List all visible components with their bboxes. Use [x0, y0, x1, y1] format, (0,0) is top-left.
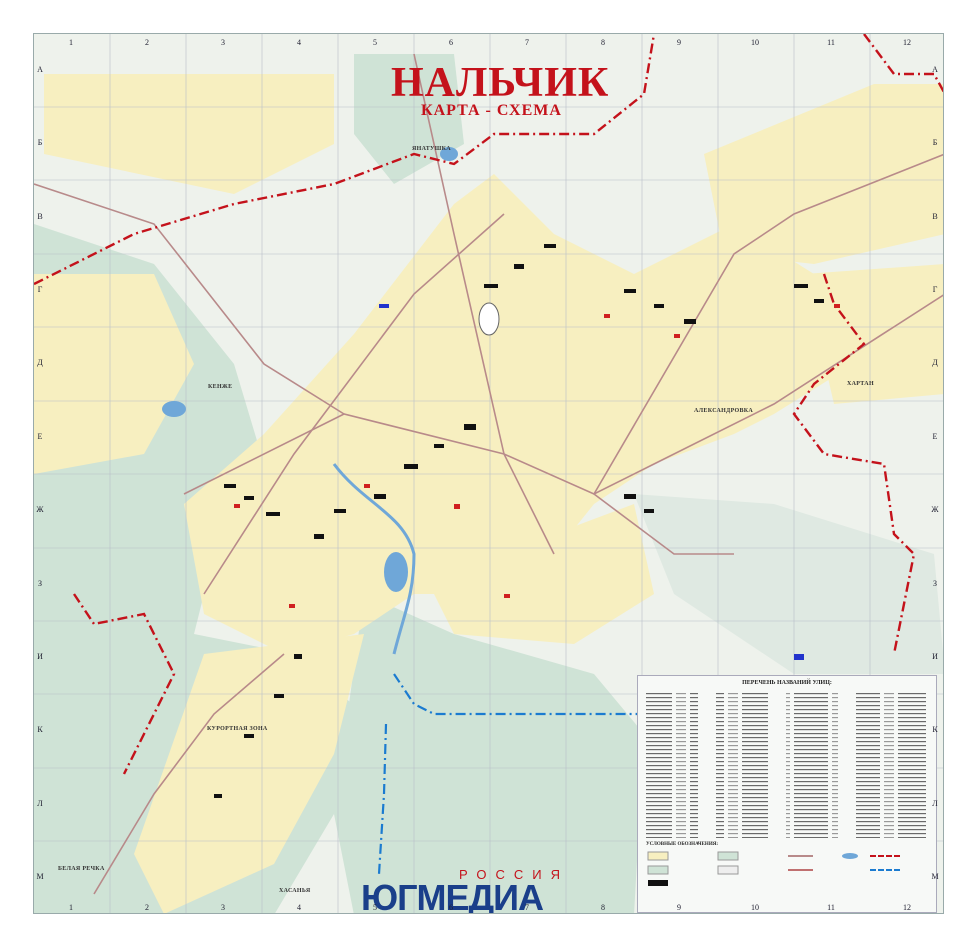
grid-column-label: 5 — [373, 38, 377, 47]
grid-column-label: 6 — [449, 903, 453, 912]
grid-column-label: 8 — [601, 903, 605, 912]
place-aleksandrovka: АЛЕКСАНДРОВКА — [694, 408, 754, 414]
grid-column-label: 7 — [525, 38, 529, 47]
grid-column-label: 8 — [601, 38, 605, 47]
place-kurortnaya: КУРОРТНАЯ ЗОНА — [207, 726, 268, 732]
grid-row-label: И — [932, 651, 938, 661]
place-yanktushka: ЯНАТУШКА — [412, 146, 451, 152]
grid-row-label: Е — [37, 431, 43, 441]
city-area-hartan — [804, 264, 943, 404]
grid-column-label: 11 — [827, 903, 835, 912]
grid-column-label: 9 — [677, 38, 681, 47]
road-network — [34, 53, 943, 895]
district-boundary-south — [393, 673, 644, 716]
grid-column-label: 12 — [903, 38, 911, 47]
grid-column-label: 1 — [69, 38, 73, 47]
brand-logo: ЮГМЕДИА — [361, 877, 544, 914]
grid-column-label: 3 — [221, 903, 225, 912]
place-belaya-rechka: БЕЛАЯ РЕЧКА — [58, 866, 105, 872]
city-area-northeast — [704, 84, 943, 264]
grid-row-label: Д — [932, 358, 938, 368]
grid-row-label: К — [37, 725, 43, 735]
forest-area-east — [634, 494, 943, 674]
grid-row-label: Л — [932, 798, 938, 808]
legend-symbols-title: УСЛОВНЫЕ ОБОЗНАЧЕНИЯ: — [646, 842, 718, 847]
city-area-north — [44, 74, 334, 194]
legend-panel: ПЕРЕЧЕНЬ НАЗВАНИЙ УЛИЦ: — [637, 675, 937, 913]
grid-row-label: Ж — [36, 505, 44, 515]
grid-row-label: Б — [37, 138, 43, 148]
grid-column-label: 2 — [145, 38, 149, 47]
grid-column-label: 2 — [145, 903, 149, 912]
district-boundary-southwest — [377, 723, 388, 875]
forest-area-north — [354, 54, 464, 184]
grid-column-label: 7 — [525, 903, 529, 912]
lake-city — [384, 552, 408, 592]
place-hartan: ХАРТАН — [847, 381, 874, 387]
city-boundary-north — [34, 34, 656, 286]
brand-country: РОССИЯ — [459, 867, 570, 882]
stadium — [478, 302, 500, 336]
city-area-kurort — [134, 634, 364, 913]
forest-area-south — [334, 594, 644, 913]
place-hasanya: ХАСАНЬЯ — [279, 888, 311, 894]
city-area-kenzhe — [34, 274, 194, 474]
street-index-text-lines — [646, 692, 926, 838]
place-kenzhe: КЕНЖЕ — [208, 384, 233, 390]
lake-west — [162, 401, 186, 417]
grid-row-label: Е — [932, 431, 938, 441]
legend-title: ПЕРЕЧЕНЬ НАЗВАНИЙ УЛИЦ: — [742, 680, 832, 686]
grid-row-label: М — [36, 872, 44, 882]
grid-column-label: 12 — [903, 903, 911, 912]
city-area-south — [414, 504, 654, 644]
blue-buildings — [379, 304, 804, 660]
grid-row-label: Л — [37, 798, 43, 808]
grid-row-label: М — [931, 872, 939, 882]
city-boundary-southwest — [73, 593, 176, 775]
grid-row-label: Г — [932, 284, 938, 294]
city-area-main — [184, 174, 864, 654]
grid-row-label: З — [37, 578, 42, 588]
grid-column-label: 3 — [221, 38, 225, 47]
grid-column-label: 11 — [827, 38, 835, 47]
map-frame[interactable]: НАЛЬЧИК КАРТА - СХЕМА ЯНАТУШКА КЕНЖЕ АЛЕ… — [33, 33, 944, 914]
grid-column-label: 9 — [677, 903, 681, 912]
grid-row-label: Б — [932, 138, 938, 148]
grid-row-label: В — [37, 211, 43, 221]
grid-column-label: 1 — [69, 903, 73, 912]
grid-row-label: З — [932, 578, 937, 588]
grid-row-label: Д — [37, 358, 43, 368]
buildings — [214, 244, 824, 798]
grid-row-label: Г — [37, 284, 43, 294]
street-index — [646, 692, 926, 886]
map-subtitle: КАРТА - СХЕМА — [421, 102, 562, 119]
river-nalchik — [332, 463, 416, 655]
grid-column-label: 10 — [751, 903, 759, 912]
grid-column-label: 5 — [373, 903, 377, 912]
grid-column-label: 10 — [751, 38, 759, 47]
lake-north — [440, 147, 458, 161]
city-boundary-northeast — [863, 34, 943, 93]
public-buildings — [234, 304, 840, 608]
grid-row-label: А — [932, 64, 938, 74]
grid-row-label: А — [37, 64, 43, 74]
city-map[interactable] — [34, 34, 944, 914]
grid-row-label: Ж — [931, 505, 939, 515]
grid-column-label: 6 — [449, 38, 453, 47]
grid-row-label: К — [932, 725, 938, 735]
grid-row-label: В — [932, 211, 938, 221]
city-boundary-east — [792, 273, 916, 655]
grid-column-label: 4 — [297, 903, 301, 912]
map-title: НАЛЬЧИК — [391, 60, 610, 106]
legend-symbols — [647, 851, 900, 886]
grid-row-label: И — [37, 651, 43, 661]
grid-column-label: 4 — [297, 38, 301, 47]
